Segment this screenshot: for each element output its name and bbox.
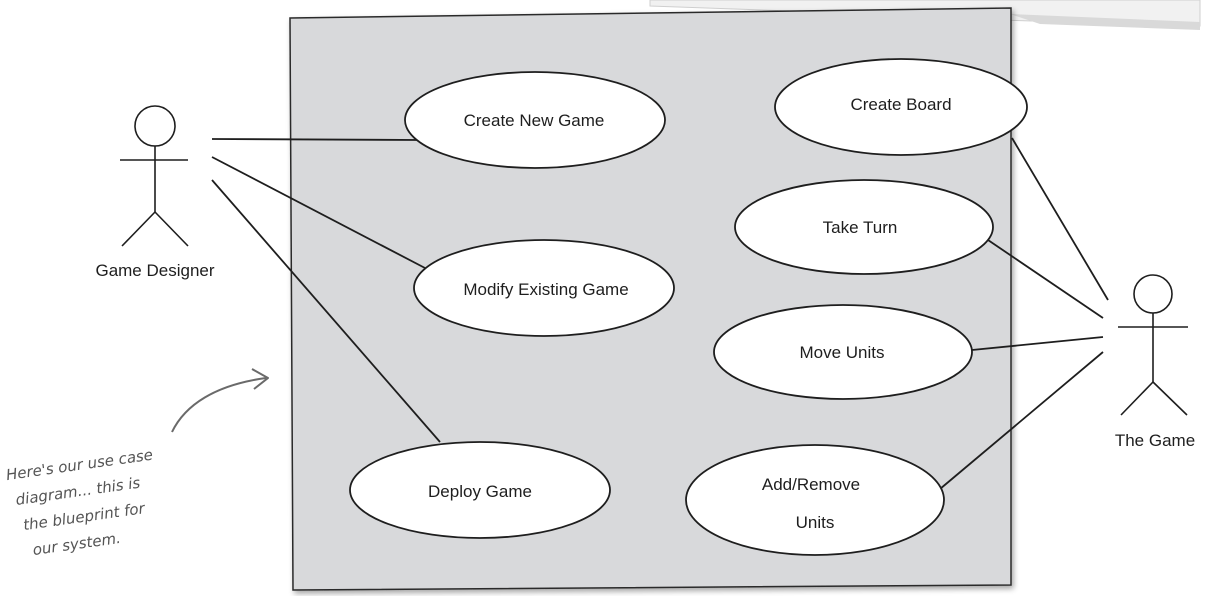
actor-game-designer-label: Game Designer — [95, 261, 214, 280]
designer-associations — [211, 138, 441, 443]
assoc-take-turn — [987, 239, 1104, 319]
actor-the-game-label: The Game — [1115, 431, 1195, 450]
use-case-modify-existing-game: Modify Existing Game — [413, 239, 675, 337]
actor-the-game-icon — [1118, 274, 1188, 416]
actor-game-designer-icon — [120, 105, 189, 247]
assoc-add-remove-units — [939, 351, 1104, 490]
assoc-deploy-game — [211, 179, 441, 443]
game-associations — [939, 137, 1109, 490]
use-case-label: Create Board — [850, 95, 951, 114]
arrow-head — [251, 368, 269, 390]
assoc-create-board — [1011, 137, 1109, 301]
use-case-label: Deploy Game — [428, 482, 532, 501]
use-case-label-line2: Units — [796, 513, 835, 532]
paper-note-shadow — [1010, 14, 1200, 30]
use-case-label: Modify Existing Game — [463, 280, 628, 299]
use-case-take-turn: Take Turn — [734, 179, 994, 275]
annotation-line-4: our system. — [32, 529, 122, 559]
use-case-label-line1: Add/Remove — [762, 475, 860, 494]
use-case-deploy-game: Deploy Game — [349, 441, 611, 539]
use-case-label: Take Turn — [823, 218, 898, 237]
assoc-modify-existing-game — [211, 156, 426, 269]
use-case-label: Move Units — [799, 343, 884, 362]
use-case-move-units: Move Units — [713, 304, 973, 400]
curved-arrow-icon — [171, 377, 267, 433]
use-case-create-board: Create Board — [774, 58, 1028, 156]
assoc-create-new-game — [211, 138, 421, 141]
assoc-move-units — [971, 336, 1104, 351]
use-case-label: Create New Game — [464, 111, 605, 130]
use-case-add-remove-units: Add/Remove Units — [685, 444, 945, 556]
use-case-create-new-game: Create New Game — [404, 71, 666, 169]
annotation-note: Here's our use case diagram... this is t… — [5, 446, 154, 559]
